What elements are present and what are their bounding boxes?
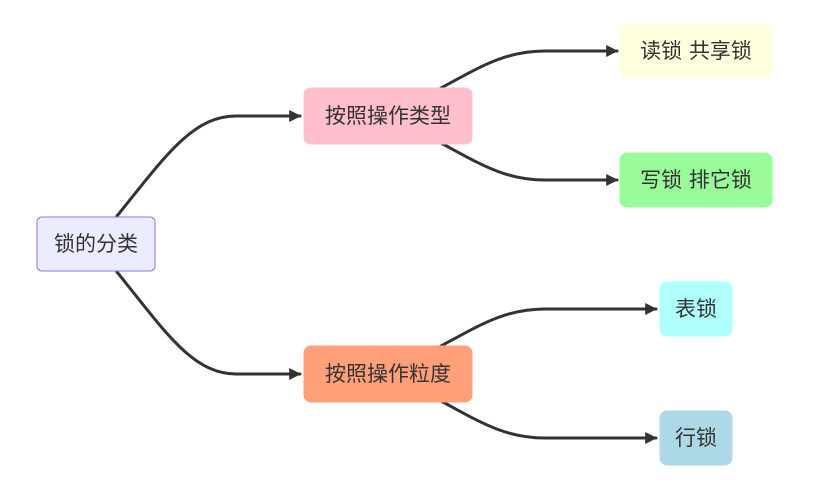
edge-by-type-to-read-lock	[439, 45, 619, 90]
node-write-lock-label: 写锁 排它锁	[640, 168, 752, 192]
edge-root-to-by-type	[115, 110, 302, 218]
edge-root-to-by-granularity	[115, 270, 302, 380]
node-by-granularity-label: 按照操作粒度	[325, 362, 451, 386]
node-root-label: 锁的分类	[54, 232, 138, 256]
node-write-lock-box	[619, 152, 773, 208]
edge-by-granularity-to-table-lock	[439, 303, 658, 348]
node-root-box	[36, 216, 156, 272]
node-by-type-box	[303, 87, 473, 145]
node-row-lock-box	[659, 410, 733, 466]
edge-layer	[115, 45, 658, 444]
node-read-lock: 读锁 共享锁	[619, 23, 773, 79]
node-read-lock-label: 读锁 共享锁	[640, 39, 752, 63]
node-table-lock: 表锁	[659, 281, 733, 337]
node-layer: 锁的分类 按照操作类型 读锁 共享锁 写锁 排它锁 按照操作粒度 表锁 行锁	[36, 23, 773, 466]
node-table-lock-box	[659, 281, 733, 337]
node-read-lock-box	[619, 23, 773, 79]
node-table-lock-label: 表锁	[675, 297, 717, 321]
node-by-granularity-box	[303, 345, 473, 403]
edge-by-granularity-to-row-lock	[439, 399, 658, 444]
node-by-type: 按照操作类型	[303, 87, 473, 145]
node-root: 锁的分类	[36, 216, 156, 272]
node-row-lock: 行锁	[659, 410, 733, 466]
node-row-lock-label: 行锁	[675, 426, 717, 450]
edge-by-type-to-write-lock	[439, 141, 619, 186]
node-by-type-label: 按照操作类型	[325, 104, 451, 128]
node-write-lock: 写锁 排它锁	[619, 152, 773, 208]
node-by-granularity: 按照操作粒度	[303, 345, 473, 403]
